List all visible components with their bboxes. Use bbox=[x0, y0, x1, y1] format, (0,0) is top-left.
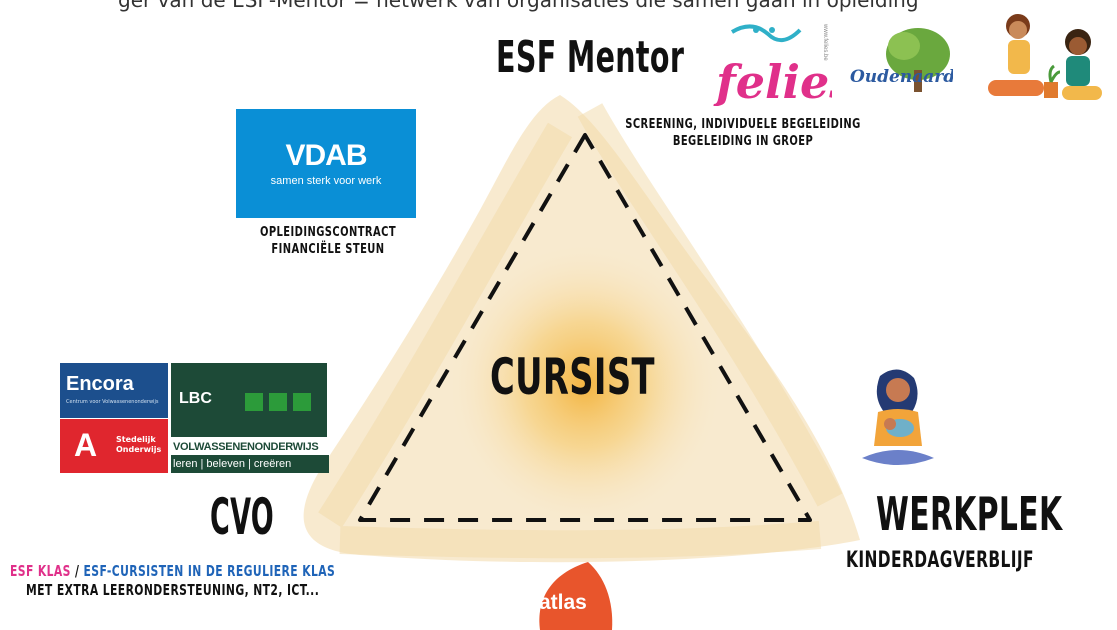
lbc-logo: LBC VOLWASSENENONDERWIJS leren | beleven… bbox=[171, 363, 329, 473]
vdab-caption-line1: opleidingscontract bbox=[259, 225, 397, 240]
kinderdagverblijf-label: Kinderdagverblijf bbox=[846, 548, 1034, 573]
werkplek-label: Werkplek bbox=[876, 487, 1063, 541]
cvo-caption-line1: ESF klas / ESF-cursisten in de reguliere… bbox=[10, 562, 335, 581]
mother-baby-illustration bbox=[862, 369, 934, 465]
vdab-caption: opleidingscontract financiële steun bbox=[247, 224, 409, 258]
encora-subtitle: Centrum voor Volwassenenonderwijs bbox=[66, 399, 159, 405]
encora-logo: Encora Centrum voor Volwassenenonderwijs… bbox=[60, 363, 168, 473]
felies-logo: felies www.felies.be bbox=[713, 23, 832, 106]
tree-logo: Oudenaarde bbox=[850, 28, 953, 92]
vdab-logo: VDAB samen sterk voor werk bbox=[236, 109, 416, 218]
atlas-logo bbox=[539, 562, 613, 630]
lbc-square-icon bbox=[245, 393, 263, 411]
mentor-caption: screening, individuele begeleiding begel… bbox=[603, 116, 884, 150]
lbc-name: LBC bbox=[179, 390, 212, 407]
planting-children-illustration bbox=[988, 14, 1102, 100]
esf-reguliere-klas-label: ESF-cursisten in de reguliere klas bbox=[83, 562, 336, 580]
caption-separator: / bbox=[70, 562, 84, 580]
cvo-caption: ESF klas / ESF-cursisten in de reguliere… bbox=[10, 562, 335, 600]
tree-logo-wordmark: Oudenaarde bbox=[850, 67, 953, 87]
vdab-logo-text: VDAB bbox=[285, 139, 367, 172]
lbc-square-icon bbox=[293, 393, 311, 411]
center-label: CURSIST bbox=[490, 348, 655, 406]
lbc-tagline: leren | beleven | creëren bbox=[171, 455, 329, 473]
felies-wordmark: felies bbox=[713, 55, 832, 106]
vdab-caption-line2: financiële steun bbox=[271, 242, 385, 257]
lbc-line: VOLWASSENENONDERWIJS bbox=[173, 441, 319, 453]
dashed-triangle bbox=[358, 133, 812, 522]
lbc-square-icon bbox=[269, 393, 287, 411]
mentor-caption-line2: begeleiding in groep bbox=[672, 134, 814, 149]
triangle-brush-stroke bbox=[318, 103, 843, 559]
center-glow bbox=[450, 245, 720, 525]
vdab-logo-tagline: samen sterk voor werk bbox=[270, 175, 382, 187]
top-partial-text: ger van de ESF-Mentor = netwerk van orga… bbox=[0, 0, 1117, 18]
mentor-caption-line1: screening, individuele begeleiding bbox=[625, 117, 861, 132]
cvo-label: CVO bbox=[210, 488, 275, 546]
atlas-wordmark: atlas bbox=[539, 591, 587, 614]
stedelijk-onderwijs-label: Stedelijk Onderwijs bbox=[116, 435, 162, 454]
esf-klas-label: ESF klas bbox=[10, 562, 71, 580]
antwerp-a-icon: A bbox=[74, 427, 98, 463]
cvo-caption-line2: met extra leerondersteuning, NT2, ICt... bbox=[26, 581, 320, 599]
top-partial-text-line: ger van de ESF-Mentor = netwerk van orga… bbox=[118, 0, 919, 12]
encora-name: Encora bbox=[66, 373, 134, 395]
esf-mentor-title: ESF Mentor bbox=[496, 32, 685, 83]
felies-url: www.felies.be bbox=[822, 23, 828, 61]
